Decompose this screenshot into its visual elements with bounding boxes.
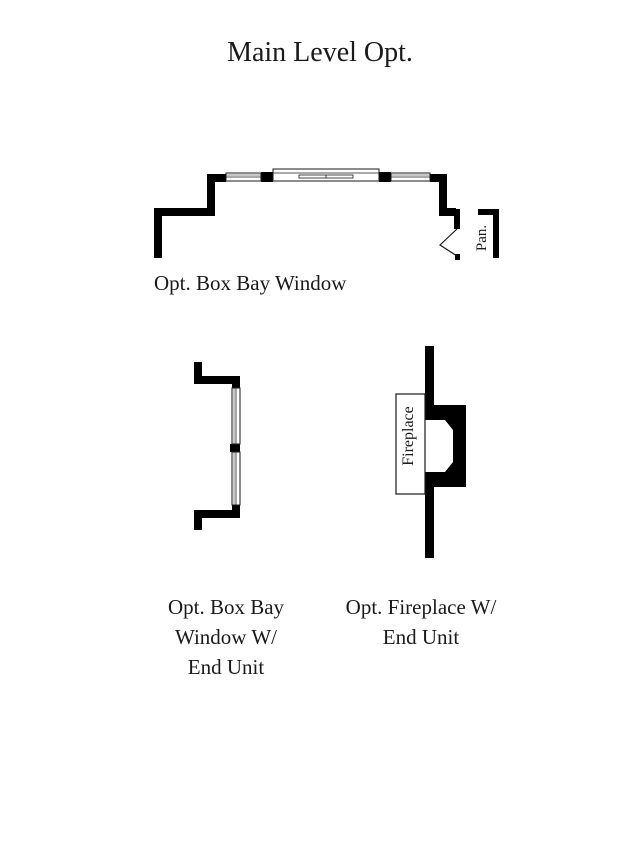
pantry-jamb-bottom (455, 254, 460, 260)
box-bay-end-unit-caption: Opt. Box Bay Window W/ End Unit (146, 592, 306, 682)
bay-window-left (225, 172, 262, 182)
end-bay-window-lower (231, 451, 241, 506)
end-bay-bottom-wall (194, 505, 240, 530)
fireplace-end-unit-caption-line-1: Opt. Fireplace W/ (345, 595, 497, 619)
bay-right-wall (430, 174, 456, 216)
page-title: Main Level Opt. (227, 37, 413, 68)
box-bay-end-unit-caption-line-3: End Unit (187, 655, 265, 679)
box-bay-window-caption: Opt. Box Bay Window (154, 271, 347, 295)
box-bay-end-unit-plan (194, 362, 241, 530)
pantry-jamb-top (454, 209, 460, 229)
end-bay-window-upper (231, 387, 241, 445)
end-bay-pier (230, 444, 240, 452)
bay-pier-left (261, 172, 273, 182)
bay-pier-right (379, 172, 391, 182)
fireplace-hearth (395, 393, 426, 495)
pantry-wall (478, 209, 499, 258)
end-bay-top-wall (194, 362, 240, 388)
fireplace-firebox (425, 420, 453, 472)
bay-window-right (390, 172, 431, 182)
pantry-label: Pan. (474, 225, 490, 251)
box-bay-window-plan: Pan. (154, 168, 499, 260)
bay-window-center (272, 168, 380, 182)
fireplace-end-unit-plan: Fireplace (395, 346, 466, 558)
bay-left-wall (154, 174, 226, 258)
fireplace-end-unit-caption-line-2: End Unit (382, 625, 460, 649)
pantry-door-swing (439, 228, 458, 257)
box-bay-end-unit-caption-line-2: Window W/ (174, 625, 277, 649)
fireplace-label: Fireplace (400, 406, 417, 466)
fireplace-end-unit-caption: Opt. Fireplace W/ End Unit (330, 592, 512, 652)
box-bay-end-unit-caption-line-1: Opt. Box Bay (167, 595, 285, 619)
